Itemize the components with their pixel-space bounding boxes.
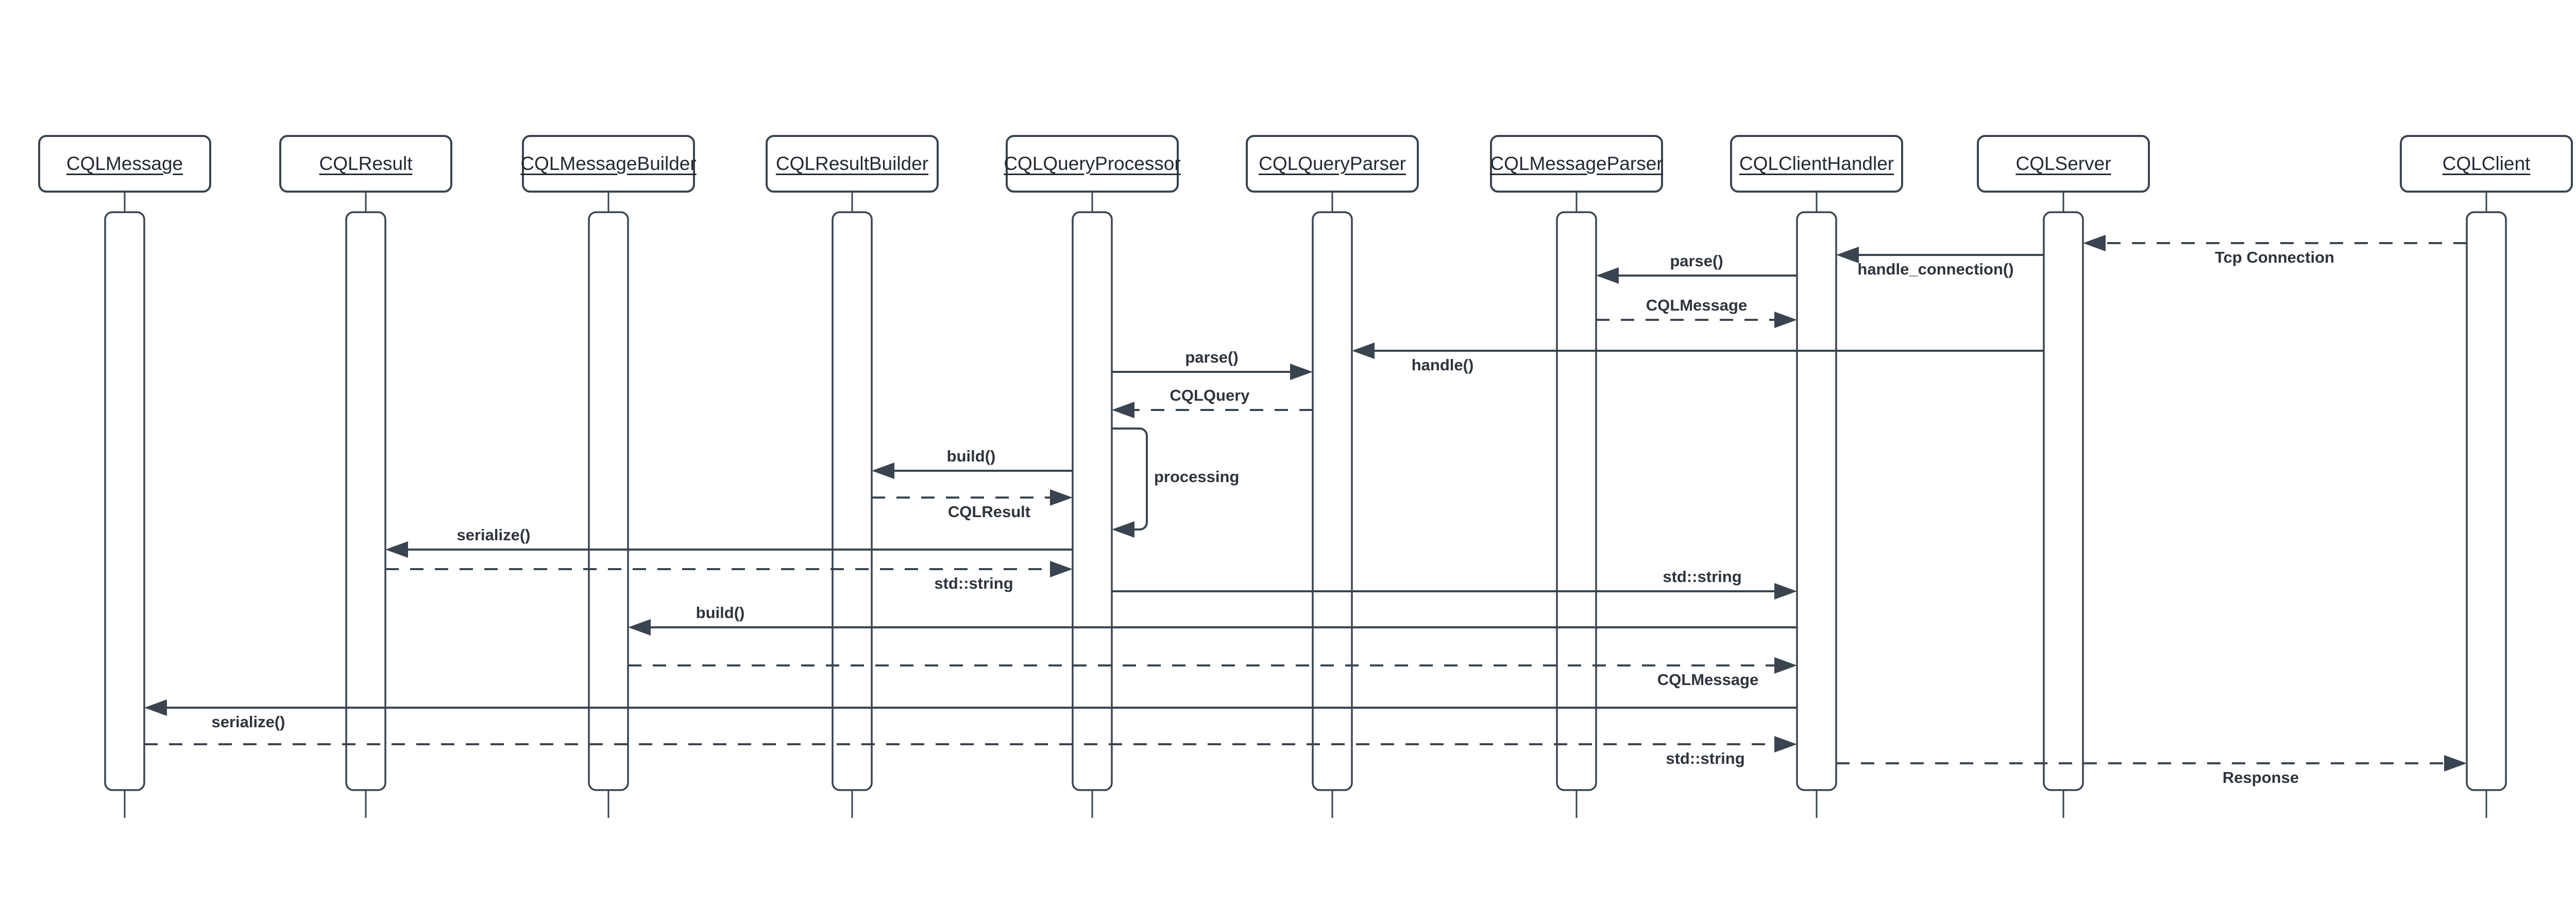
activation-bar-CQLMessageBuilder: [588, 211, 629, 791]
activation-bar-CQLQueryProcessor: [1072, 211, 1113, 791]
participant-label: CQLMessageBuilder: [520, 153, 697, 174]
participant-box-CQLClient: CQLClient: [2400, 135, 2573, 193]
participant-label: CQLResult: [319, 153, 413, 174]
arrow-head-icon: [144, 699, 167, 716]
activation-bar-CQLServer: [2043, 211, 2084, 791]
arrow-head-icon: [872, 463, 894, 479]
participant-box-CQLQueryParser: CQLQueryParser: [1246, 135, 1419, 193]
message-label: parse(): [1670, 252, 1723, 270]
arrow-head-icon: [1050, 489, 1073, 506]
arrow-head-icon: [2083, 235, 2106, 251]
arrow-head-icon: [1050, 561, 1073, 577]
arrow-head-icon: [1774, 583, 1797, 600]
participant-label: CQLQueryParser: [1259, 153, 1406, 174]
message-label: CQLMessage: [1657, 671, 1759, 689]
arrow-head-icon: [1836, 247, 1859, 263]
arrow-head-icon: [1112, 521, 1134, 538]
activation-bar-CQLResultBuilder: [832, 211, 873, 791]
participant-box-CQLQueryProcessor: CQLQueryProcessor: [1004, 135, 1181, 193]
participant-label: CQLResultBuilder: [775, 153, 929, 174]
arrow-head-icon: [2444, 755, 2467, 772]
participant-box-CQLServer: CQLServer: [1977, 135, 2150, 193]
participant-label: CQLClientHandler: [1739, 153, 1894, 174]
arrow-head-icon: [1774, 736, 1797, 752]
activation-bar-CQLClientHandler: [1796, 211, 1837, 791]
message-label: CQLQuery: [1170, 386, 1250, 404]
activation-bar-CQLMessageParser: [1556, 211, 1597, 791]
message-label: build(): [696, 604, 745, 622]
activation-bar-CQLQueryParser: [1312, 211, 1353, 791]
arrow-head-icon: [1596, 267, 1619, 284]
message-label: CQLResult: [947, 503, 1031, 521]
participant-label: CQLServer: [2015, 153, 2111, 174]
arrow-head-icon: [1352, 343, 1375, 359]
arrow-head-icon: [1774, 312, 1797, 328]
self-message-label: processing: [1154, 468, 1240, 486]
self-message-loop: [1112, 427, 1148, 530]
participant-label: CQLMessage: [66, 153, 183, 174]
participant-label: CQLClient: [2442, 153, 2531, 174]
arrow-head-icon: [1112, 402, 1134, 418]
message-label: std::string: [1663, 568, 1742, 586]
activation-bar-CQLMessage: [104, 211, 145, 791]
activation-bar-CQLResult: [345, 211, 386, 791]
message-label: serialize(): [456, 526, 531, 544]
message-label: Response: [2222, 768, 2299, 786]
message-label: handle(): [1411, 356, 1474, 374]
participant-box-CQLMessage: CQLMessage: [38, 135, 211, 193]
message-label: serialize(): [211, 713, 285, 731]
participant-label: CQLQueryProcessor: [1004, 153, 1181, 174]
message-label: std::string: [1666, 749, 1745, 767]
arrow-head-icon: [1774, 657, 1797, 674]
message-label: CQLMessage: [1646, 296, 1748, 314]
arrow-head-icon: [628, 619, 651, 636]
arrow-head-icon: [385, 541, 408, 558]
message-label: build(): [946, 447, 996, 465]
message-label: handle_connection(): [1857, 260, 2014, 278]
participant-label: CQLMessageParser: [1490, 153, 1663, 174]
arrow-head-icon: [1290, 364, 1313, 380]
message-label: std::string: [934, 574, 1013, 592]
participant-box-CQLMessageParser: CQLMessageParser: [1490, 135, 1663, 193]
participant-box-CQLResultBuilder: CQLResultBuilder: [766, 135, 939, 193]
participant-box-CQLMessageBuilder: CQLMessageBuilder: [520, 135, 697, 193]
activation-bar-CQLClient: [2466, 211, 2507, 791]
participant-box-CQLResult: CQLResult: [279, 135, 452, 193]
message-label: Tcp Connection: [2215, 248, 2334, 266]
message-label: parse(): [1185, 348, 1239, 366]
participant-box-CQLClientHandler: CQLClientHandler: [1730, 135, 1903, 193]
